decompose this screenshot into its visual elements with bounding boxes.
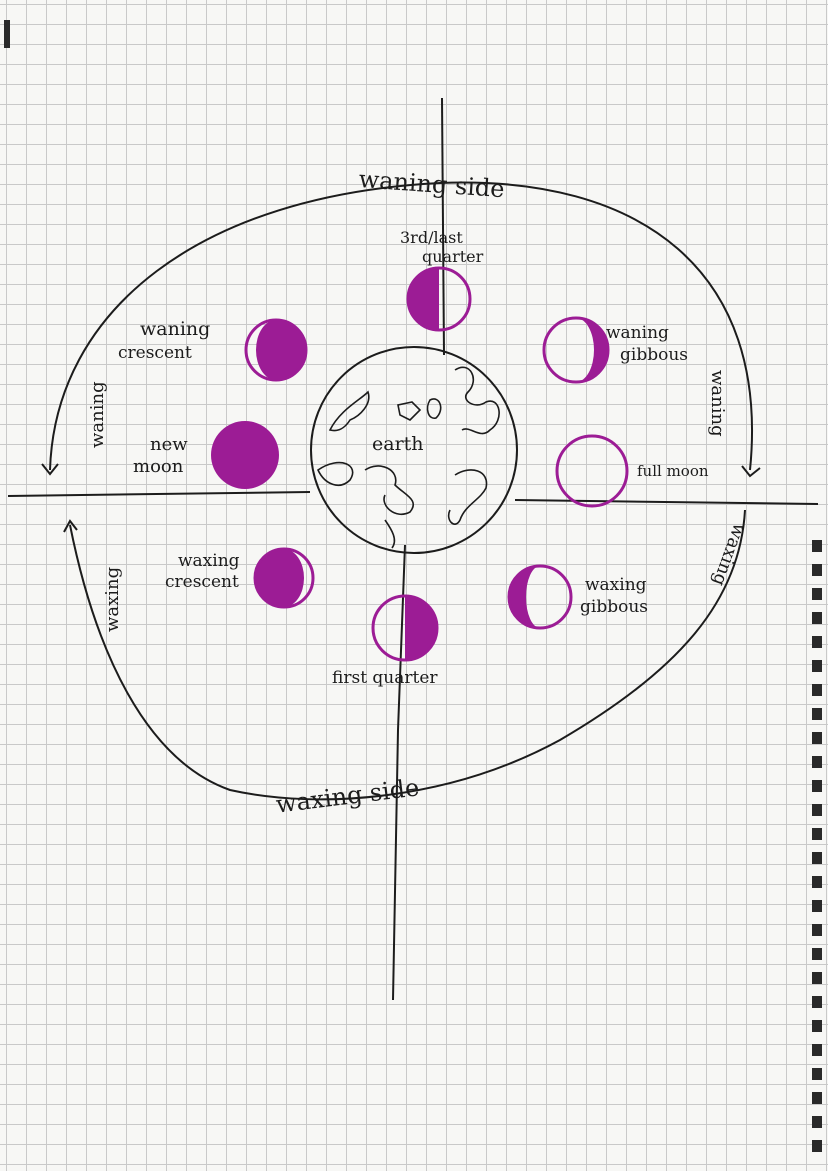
- waxing-gibbous-label-1: waxing: [585, 575, 647, 595]
- moons: [211, 266, 629, 662]
- spiral-hole: [812, 1140, 822, 1152]
- earth-circle: [310, 346, 518, 554]
- waning-gibbous-label-1: waning: [606, 323, 669, 343]
- waxing-side-label: waxing side: [274, 773, 420, 818]
- spiral-hole: [812, 564, 822, 576]
- right-waxing-label: waxing: [708, 520, 750, 588]
- spiral-hole: [812, 1116, 822, 1128]
- spiral-hole: [812, 852, 822, 864]
- horizontal-axis-right: [514, 499, 819, 505]
- spiral-hole: [812, 1092, 822, 1104]
- waning-arc: [49, 181, 753, 471]
- moon-waning-crescent-icon: [244, 318, 308, 382]
- spiral-hole: [812, 612, 822, 624]
- new-moon-label-1: new: [150, 434, 188, 455]
- spiral-hole: [812, 948, 822, 960]
- moon-first-quarter-icon: [371, 594, 439, 662]
- waning-crescent-label-1: waning: [140, 318, 210, 340]
- waxing-gibbous-label-2: gibbous: [580, 597, 648, 617]
- vertical-axis-top: [441, 97, 445, 356]
- horizontal-axis-left: [7, 491, 311, 497]
- waning-gibbous-label-2: gibbous: [620, 345, 688, 365]
- earth-label: earth: [372, 433, 424, 455]
- moon-waxing-crescent-icon: [253, 547, 315, 609]
- axes: [7, 97, 819, 1001]
- arrow-right-top: [741, 465, 761, 478]
- moon-waxing-gibbous-icon: [507, 564, 573, 630]
- side-labels: waning side waxing side waning waxing wa…: [87, 165, 750, 819]
- spiral-hole: [812, 660, 822, 672]
- spiral-hole: [812, 1068, 822, 1080]
- first-quarter-label: first quarter: [332, 668, 438, 688]
- arrow-left-top: [41, 463, 59, 476]
- waning-crescent-label-2: crescent: [118, 343, 192, 363]
- spiral-hole: [812, 1044, 822, 1056]
- vertical-axis-bottom: [392, 544, 406, 1001]
- waning-side-label: waning side: [358, 165, 506, 203]
- third-quarter-label-1: 3rd/last: [400, 228, 463, 247]
- earth-continents: [316, 366, 500, 549]
- spiral-hole: [812, 876, 822, 888]
- spiral-hole: [812, 732, 822, 744]
- spiral-hole: [812, 756, 822, 768]
- spiral-hole: [812, 636, 822, 648]
- earth: earth: [310, 346, 518, 554]
- spiral-hole: [812, 804, 822, 816]
- new-moon-label-2: moon: [133, 456, 184, 477]
- waxing-crescent-label-2: crescent: [165, 572, 239, 592]
- spiral-binding: [812, 540, 822, 1152]
- moon-third-quarter-icon: [406, 266, 472, 332]
- left-waning-label: waning: [87, 381, 108, 448]
- spiral-hole: [812, 924, 822, 936]
- moon-new-icon: [211, 421, 279, 489]
- spiral-hole: [812, 588, 822, 600]
- right-waning-label: waning: [707, 370, 728, 437]
- spiral-hole: [812, 828, 822, 840]
- phase-labels: 3rd/last quarter waning gibbous full moo…: [118, 228, 709, 688]
- spiral-hole: [812, 684, 822, 696]
- left-waxing-label: waxing: [102, 567, 123, 632]
- waxing-arc: [69, 509, 746, 801]
- orbit-arcs: [41, 181, 761, 801]
- waxing-crescent-label-1: waxing: [178, 551, 240, 571]
- spiral-hole: [812, 1020, 822, 1032]
- moon-waning-gibbous-icon: [542, 316, 610, 384]
- spiral-hole: [812, 900, 822, 912]
- full-moon-label: full moon: [637, 462, 709, 480]
- page-corner-mark: [4, 20, 10, 48]
- spiral-hole: [812, 996, 822, 1008]
- arrow-left-bottom: [63, 519, 78, 533]
- third-quarter-label-2: quarter: [422, 247, 484, 266]
- spiral-hole: [812, 972, 822, 984]
- spiral-hole: [812, 708, 822, 720]
- spiral-hole: [812, 540, 822, 552]
- moon-full-icon: [555, 434, 629, 508]
- spiral-hole: [812, 780, 822, 792]
